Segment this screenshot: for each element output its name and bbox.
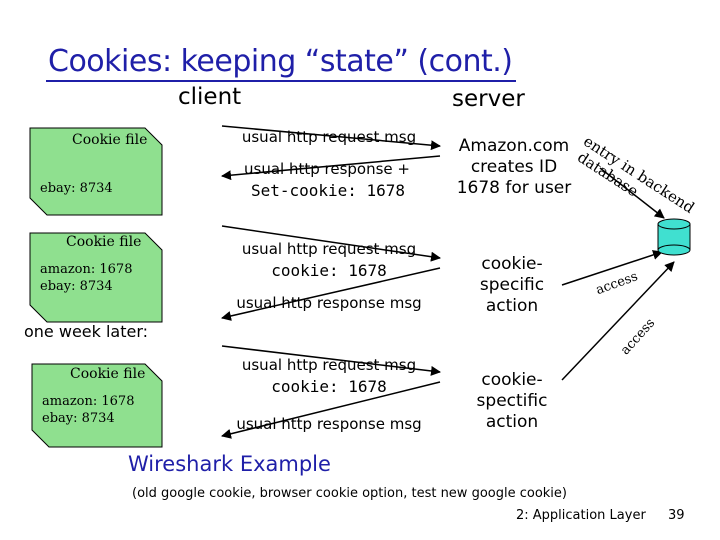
- arrow-entry: [599, 167, 665, 219]
- cookie-file-2-line2: ebay: 8734: [40, 279, 113, 294]
- cookie-file-3: [31, 363, 163, 448]
- arrow-m5: [221, 345, 441, 376]
- wireshark-note: (old google cookie, browser cookie optio…: [132, 486, 567, 501]
- server-create-text: Amazon.com creates ID 1678 for user: [446, 136, 582, 199]
- database-icon: [657, 218, 691, 256]
- arrow-m3: [221, 225, 441, 262]
- arrow-m4: [221, 267, 441, 321]
- arrow-m6: [221, 381, 441, 439]
- client-header: client: [178, 84, 242, 110]
- title-underline: [46, 80, 516, 82]
- server-action-2-line3: action: [485, 412, 539, 432]
- cookie-file-3-line1: amazon: 1678: [42, 394, 135, 409]
- msg-6-label: usual http response msg: [236, 415, 422, 433]
- cookie-file-3-line2: ebay: 8734: [42, 411, 115, 426]
- msg-1-label: usual http request msg: [241, 128, 417, 146]
- cookie-file-2-label: Cookie file: [66, 234, 142, 250]
- server-action-1-line3: action: [485, 296, 539, 316]
- server-action-1-text: cookie- specific action: [464, 254, 560, 317]
- server-create-line3: 1678 for user: [456, 178, 572, 198]
- cookie-file-1: [29, 127, 163, 216]
- server-action-2-text: cookie- spectific action: [464, 370, 560, 433]
- server-action-2-line1: cookie-: [481, 370, 543, 390]
- arrow-access2: [561, 261, 675, 381]
- server-action-1-line1: cookie-: [481, 254, 543, 274]
- server-create-line2: creates ID: [470, 157, 558, 177]
- cookie-file-2: [29, 232, 163, 323]
- msg-2-line1: usual http response +: [244, 160, 410, 178]
- server-header: server: [452, 86, 525, 112]
- msg-5-line1: usual http request msg: [241, 356, 417, 374]
- footer-chapter: 2: Application Layer: [516, 508, 646, 523]
- cookie-file-1-line1: ebay: 8734: [40, 181, 113, 196]
- arrow-access1: [561, 250, 663, 286]
- msg-4-label: usual http response msg: [236, 294, 422, 312]
- server-action-1-line2: specific: [479, 275, 545, 295]
- arrow-m1: [221, 125, 441, 151]
- arrow-m2: [221, 155, 441, 181]
- one-week-later-label: one week later:: [24, 322, 149, 341]
- msg-5-cookie: cookie: 1678: [271, 377, 387, 396]
- msg-3-line1: usual http request msg: [241, 240, 417, 258]
- server-action-2-line2: spectific: [476, 391, 548, 411]
- cookie-file-3-label: Cookie file: [70, 366, 146, 382]
- page-number: 39: [668, 508, 685, 523]
- cookie-file-1-label: Cookie file: [72, 132, 148, 148]
- msg-2-setcookie: Set-cookie: 1678: [250, 181, 406, 200]
- msg-3-cookie: cookie: 1678: [271, 261, 387, 280]
- wireshark-example-heading: Wireshark Example: [128, 452, 331, 476]
- cookie-file-2-line1: amazon: 1678: [40, 262, 133, 277]
- server-create-line1: Amazon.com: [458, 136, 570, 156]
- slide-title: Cookies: keeping “state” (cont.): [48, 44, 513, 79]
